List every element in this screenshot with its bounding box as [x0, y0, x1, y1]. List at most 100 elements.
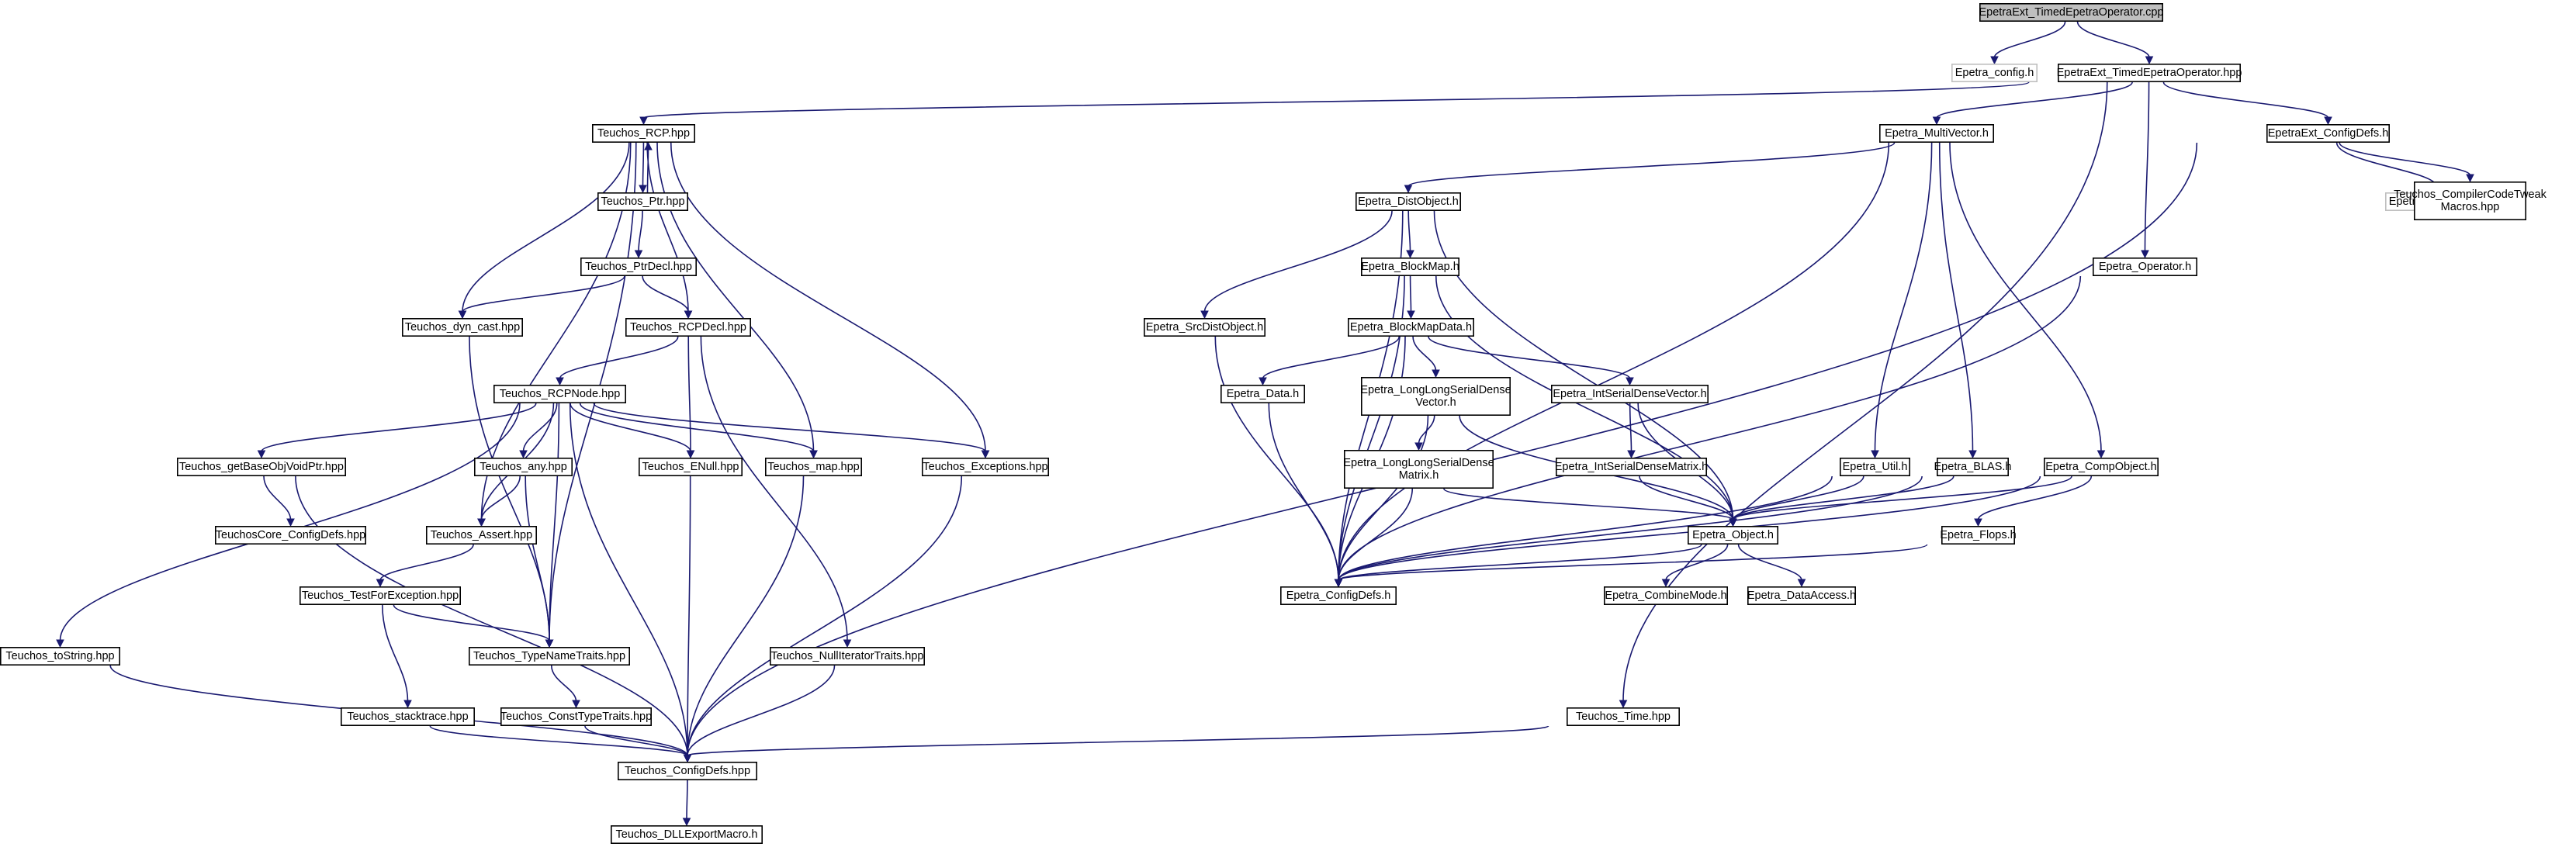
node-box[interactable] [2093, 257, 2198, 276]
node-box[interactable] [177, 457, 346, 476]
node-label: Teuchos_any.hpp [480, 461, 567, 473]
node-box[interactable] [1551, 384, 1709, 403]
arrowhead-timedop_hpp-to-operator_h [2141, 250, 2149, 259]
node-box[interactable] [1937, 457, 2010, 476]
node-box[interactable] [764, 457, 862, 476]
node-blas[interactable]: Epetra_BLAS.h [1934, 457, 2012, 476]
node-ptr[interactable]: Teuchos_Ptr.hpp [597, 192, 688, 212]
node-epetra_configdefs[interactable]: Epetra_ConfigDefs.h [1280, 586, 1397, 605]
node-ptrdecl[interactable]: Teuchos_PtrDecl.hpp [580, 257, 697, 276]
node-box[interactable] [1361, 257, 1460, 276]
node-isdv[interactable]: Epetra_IntSerialDenseVector.h [1551, 384, 1709, 403]
node-box[interactable] [617, 761, 757, 780]
node-box[interactable] [591, 124, 695, 143]
node-timedop_hpp[interactable]: EpetraExt_TimedEpetraOperator.hpp [2057, 64, 2242, 83]
node-distobject[interactable]: Epetra_DistObject.h [1356, 192, 1462, 212]
node-box[interactable] [1941, 525, 2016, 545]
node-util[interactable]: Epetra_Util.h [1840, 457, 1911, 476]
node-config_h[interactable]: Epetra_config.h [1951, 64, 2038, 83]
node-getbase[interactable]: Teuchos_getBaseObjVoidPtr.hpp [177, 457, 346, 476]
arrowhead-ptr-to-ptrdecl [634, 250, 643, 259]
node-dataaccess[interactable]: Epetra_DataAccess.h [1747, 586, 1857, 605]
node-core_configdefs[interactable]: TeuchosCore_ConfigDefs.hpp [214, 525, 366, 545]
edge-rcpnode-to-teuchos_configdefs [569, 403, 688, 756]
node-typenametraits[interactable]: Teuchos_TypeNameTraits.hpp [468, 646, 630, 666]
edge-object_h-to-epetra_configdefs [1338, 544, 1702, 581]
node-box[interactable] [1747, 586, 1857, 605]
node-box[interactable] [2058, 64, 2242, 83]
node-box[interactable] [1356, 192, 1462, 212]
node-compobject[interactable]: Epetra_CompObject.h [2044, 457, 2159, 476]
edge-blockmapdata-to-data_h [1262, 336, 1401, 379]
node-rcpnode[interactable]: Teuchos_RCPNode.hpp [493, 384, 626, 403]
node-box[interactable] [580, 257, 697, 276]
node-time[interactable]: Teuchos_Time.hpp [1567, 707, 1681, 726]
node-operator_h[interactable]: Epetra_Operator.h [2093, 257, 2198, 276]
node-box[interactable] [625, 317, 751, 337]
node-box[interactable] [500, 707, 652, 726]
node-box[interactable] [340, 707, 475, 726]
node-box[interactable] [597, 192, 688, 212]
node-box[interactable] [1220, 384, 1306, 403]
node-rcpdecl[interactable]: Teuchos_RCPDecl.hpp [625, 317, 751, 337]
node-dllexport[interactable]: Teuchos_DLLExportMacro.h [610, 825, 763, 845]
node-box[interactable] [299, 586, 461, 605]
node-box[interactable] [1604, 586, 1729, 605]
node-box[interactable] [1567, 707, 1681, 726]
node-box[interactable] [0, 646, 120, 666]
node-ext_configdefs[interactable]: EpetraExt_ConfigDefs.h [2266, 124, 2391, 143]
node-box[interactable] [425, 525, 537, 545]
node-box[interactable] [922, 457, 1050, 476]
node-teuchos_configdefs[interactable]: Teuchos_ConfigDefs.hpp [617, 761, 757, 780]
node-box[interactable] [1979, 3, 2164, 22]
arrowhead-multivector-to-blas [1968, 450, 1977, 459]
node-box[interactable] [2266, 124, 2391, 143]
node-box[interactable] [1556, 457, 1708, 476]
node-box[interactable] [1879, 124, 1995, 143]
node-box[interactable] [214, 525, 366, 545]
node-box[interactable] [468, 646, 630, 666]
node-exceptions[interactable]: Teuchos_Exceptions.hpp [922, 457, 1050, 476]
node-box[interactable] [2044, 457, 2159, 476]
node-blockmapdata[interactable]: Epetra_BlockMapData.h [1348, 317, 1475, 337]
node-data_h[interactable]: Epetra_Data.h [1220, 384, 1306, 403]
node-stacktrace[interactable]: Teuchos_stacktrace.hpp [340, 707, 475, 726]
node-box[interactable] [1361, 376, 1511, 416]
node-box[interactable] [1348, 317, 1475, 337]
node-box[interactable] [493, 384, 626, 403]
node-box[interactable] [473, 457, 573, 476]
node-isdm[interactable]: Epetra_IntSerialDenseMatrix.h [1555, 457, 1708, 476]
node-multivector[interactable]: Epetra_MultiVector.h [1879, 124, 1995, 143]
node-box[interactable] [1688, 525, 1779, 545]
node-enull[interactable]: Teuchos_ENull.hpp [638, 457, 743, 476]
node-dyn_cast[interactable]: Teuchos_dyn_cast.hpp [401, 317, 523, 337]
node-testforexc[interactable]: Teuchos_TestForException.hpp [299, 586, 461, 605]
node-box[interactable] [1280, 586, 1397, 605]
node-srcdist[interactable]: Epetra_SrcDistObject.h [1144, 317, 1266, 337]
node-blockmap[interactable]: Epetra_BlockMap.h [1361, 257, 1460, 276]
node-tostring[interactable]: Teuchos_toString.hpp [0, 646, 120, 666]
node-rcp[interactable]: Teuchos_RCP.hpp [591, 124, 695, 143]
node-box[interactable] [2414, 182, 2527, 221]
node-nullitertraits[interactable]: Teuchos_NullIteratorTraits.hpp [769, 646, 925, 666]
node-assert[interactable]: Teuchos_Assert.hpp [425, 525, 537, 545]
node-box[interactable] [401, 317, 523, 337]
node-consttypetraits[interactable]: Teuchos_ConstTypeTraits.hpp [500, 707, 652, 726]
node-combinemode[interactable]: Epetra_CombineMode.h [1604, 586, 1729, 605]
node-box[interactable] [769, 646, 925, 666]
node-box[interactable] [1951, 64, 2038, 83]
node-root[interactable]: EpetraExt_TimedEpetraOperator.cpp [1979, 3, 2164, 22]
arrowhead-rcpnode-to-any [519, 450, 528, 459]
node-box[interactable] [1344, 449, 1494, 489]
node-object_h[interactable]: Epetra_Object.h [1688, 525, 1779, 545]
node-box[interactable] [610, 825, 763, 845]
node-flops[interactable]: Epetra_Flops.h [1940, 525, 2017, 545]
node-map[interactable]: Teuchos_map.hpp [764, 457, 862, 476]
node-box[interactable] [1144, 317, 1266, 337]
node-box[interactable] [1840, 457, 1911, 476]
node-box[interactable] [638, 457, 743, 476]
node-any[interactable]: Teuchos_any.hpp [473, 457, 573, 476]
